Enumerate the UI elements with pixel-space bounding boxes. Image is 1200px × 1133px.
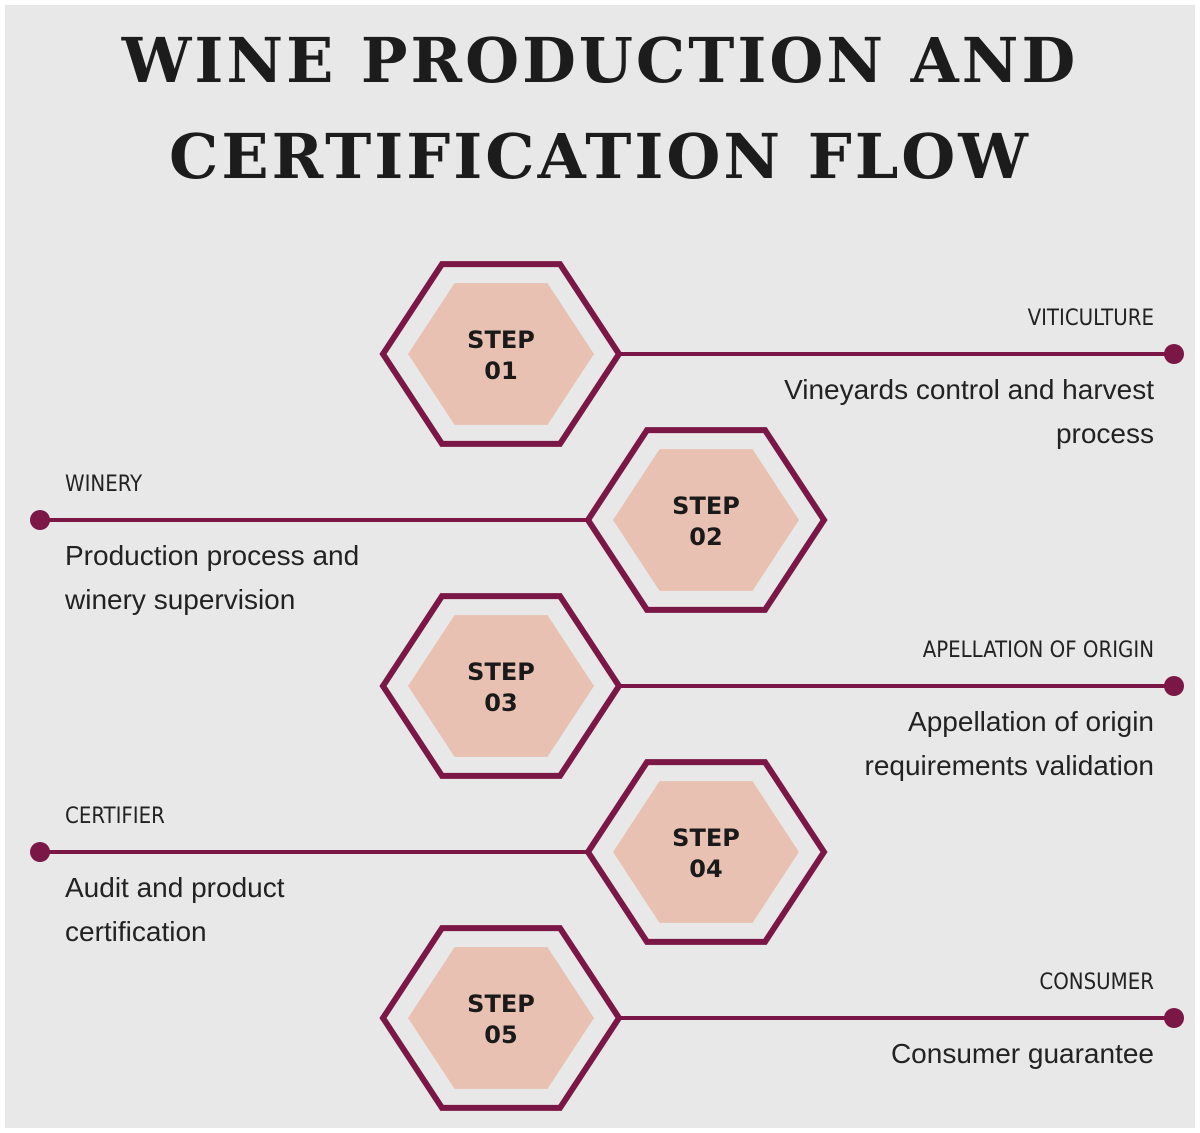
step-description-1: Vineyards control and harvest process bbox=[784, 368, 1154, 456]
connector-dot-1 bbox=[1164, 344, 1184, 364]
hexagon-inner-4 bbox=[613, 781, 799, 923]
step-description-line-1: Consumer guarantee bbox=[890, 1038, 1154, 1069]
step-number-1: 01 bbox=[484, 357, 517, 385]
step-label-4: STEP bbox=[672, 824, 740, 852]
hexagon-inner-3 bbox=[408, 615, 594, 757]
step-number-5: 05 bbox=[484, 1021, 517, 1049]
step-label-1: STEP bbox=[467, 326, 535, 354]
step-description-line-2: process bbox=[1055, 418, 1154, 449]
step-label-2: STEP bbox=[672, 492, 740, 520]
diagram-canvas bbox=[5, 5, 1195, 1128]
step-description-3: Appellation of origin requirements valida… bbox=[865, 700, 1155, 788]
step-description-line-1: Vineyards control and harvest bbox=[784, 374, 1154, 405]
title-line-1: WINE PRODUCTION AND bbox=[121, 24, 1079, 97]
step-description-line-1: Production process and bbox=[65, 540, 360, 571]
step-number-3: 03 bbox=[484, 689, 517, 717]
step-heading-2: WINERY bbox=[65, 472, 143, 497]
step-description-4: Audit and product certification bbox=[65, 866, 285, 954]
connector-dot-3 bbox=[1164, 676, 1184, 696]
step-description-2: Production process and winery supervision bbox=[65, 534, 359, 622]
step-label-5: STEP bbox=[467, 990, 535, 1018]
hexagon-inner-2 bbox=[613, 449, 799, 591]
step-description-line-2: certification bbox=[65, 916, 207, 947]
connector-dot-4 bbox=[30, 842, 50, 862]
step-label-3: STEP bbox=[467, 658, 535, 686]
title-line-2: CERTIFICATION FLOW bbox=[169, 120, 1031, 193]
step-heading-5: CONSUMER bbox=[1039, 970, 1154, 995]
step-number-4: 04 bbox=[689, 855, 722, 883]
step-description-line-2: winery supervision bbox=[65, 584, 296, 615]
step-number-2: 02 bbox=[689, 523, 722, 551]
step-description-5: Consumer guarantee bbox=[891, 1032, 1154, 1076]
step-heading-1: VITICULTURE bbox=[1027, 306, 1154, 331]
step-heading-3: APELLATION OF ORIGIN bbox=[922, 638, 1154, 663]
step-heading-4: CERTIFIER bbox=[65, 804, 165, 829]
hexagon-inner-5 bbox=[408, 947, 594, 1089]
step-description-line-1: Appellation of origin bbox=[908, 706, 1154, 737]
step-description-line-2: requirements validation bbox=[864, 750, 1155, 781]
connector-dot-5 bbox=[1164, 1008, 1184, 1028]
step-description-line-1: Audit and product bbox=[65, 872, 285, 903]
connector-dot-2 bbox=[30, 510, 50, 530]
hexagon-inner-1 bbox=[408, 283, 594, 425]
